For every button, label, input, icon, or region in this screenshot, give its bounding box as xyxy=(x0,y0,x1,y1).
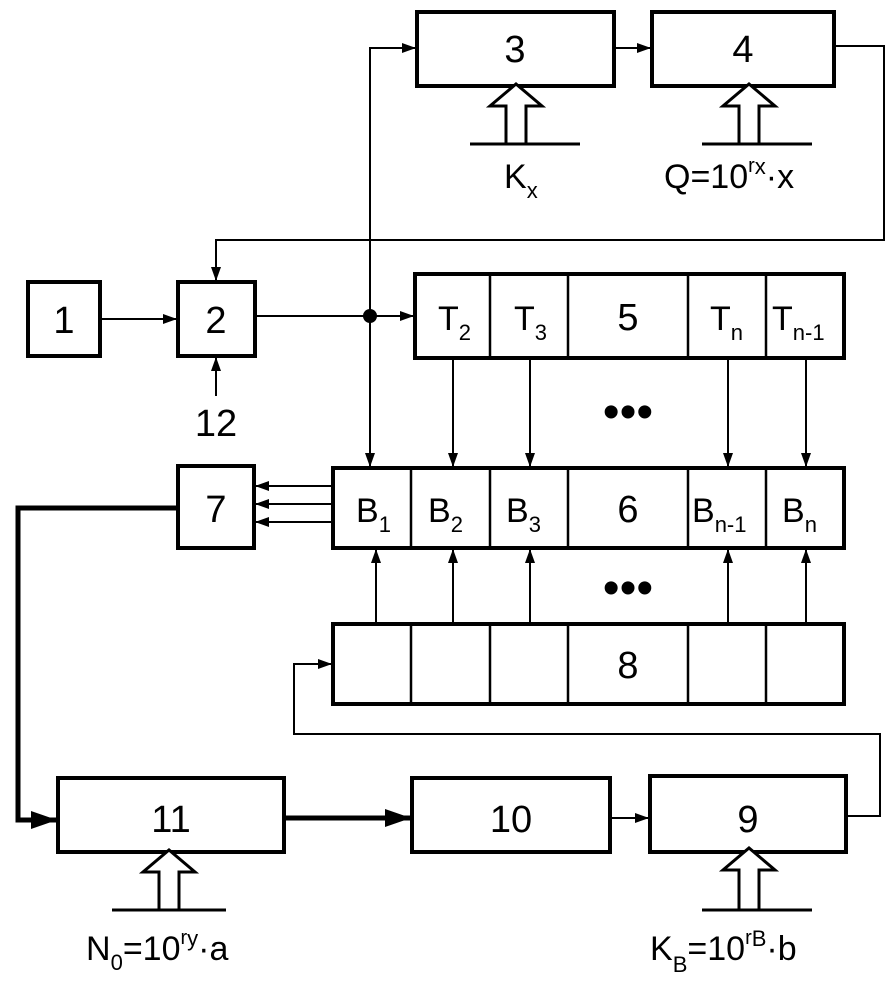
block-11-label: 11 xyxy=(151,799,190,841)
block-2-label: 2 xyxy=(205,300,226,342)
block-5-label: 5 xyxy=(617,297,638,339)
ellipsis-lower: ••• xyxy=(603,562,653,615)
label-kb: KB=10rB·b xyxy=(650,926,797,977)
label-kx: Kx xyxy=(504,158,538,203)
input-arrow-kx xyxy=(490,84,542,120)
input-arrow-q xyxy=(723,84,775,120)
block-9-label: 9 xyxy=(737,799,758,841)
block-7-label: 7 xyxy=(205,489,226,531)
block-10-label: 10 xyxy=(490,799,532,841)
block-6-label: 6 xyxy=(617,489,638,531)
label-q: Q=10rx·x xyxy=(664,154,794,196)
register-8 xyxy=(333,624,844,704)
junction-dot xyxy=(363,309,377,323)
ellipsis-upper: ••• xyxy=(603,386,653,439)
block-3-label: 3 xyxy=(504,29,525,71)
input-arrow-n0 xyxy=(143,850,195,886)
register-6 xyxy=(333,468,844,548)
arrow-junction-to-3 xyxy=(370,48,415,316)
arrow-7-to-11 xyxy=(18,508,178,820)
label-n0: N0=10ry·a xyxy=(86,926,228,975)
block-1-label: 1 xyxy=(53,300,74,342)
input-12-label: 12 xyxy=(195,403,237,445)
block-8-label: 8 xyxy=(617,645,638,687)
block-4-label: 4 xyxy=(732,29,753,71)
